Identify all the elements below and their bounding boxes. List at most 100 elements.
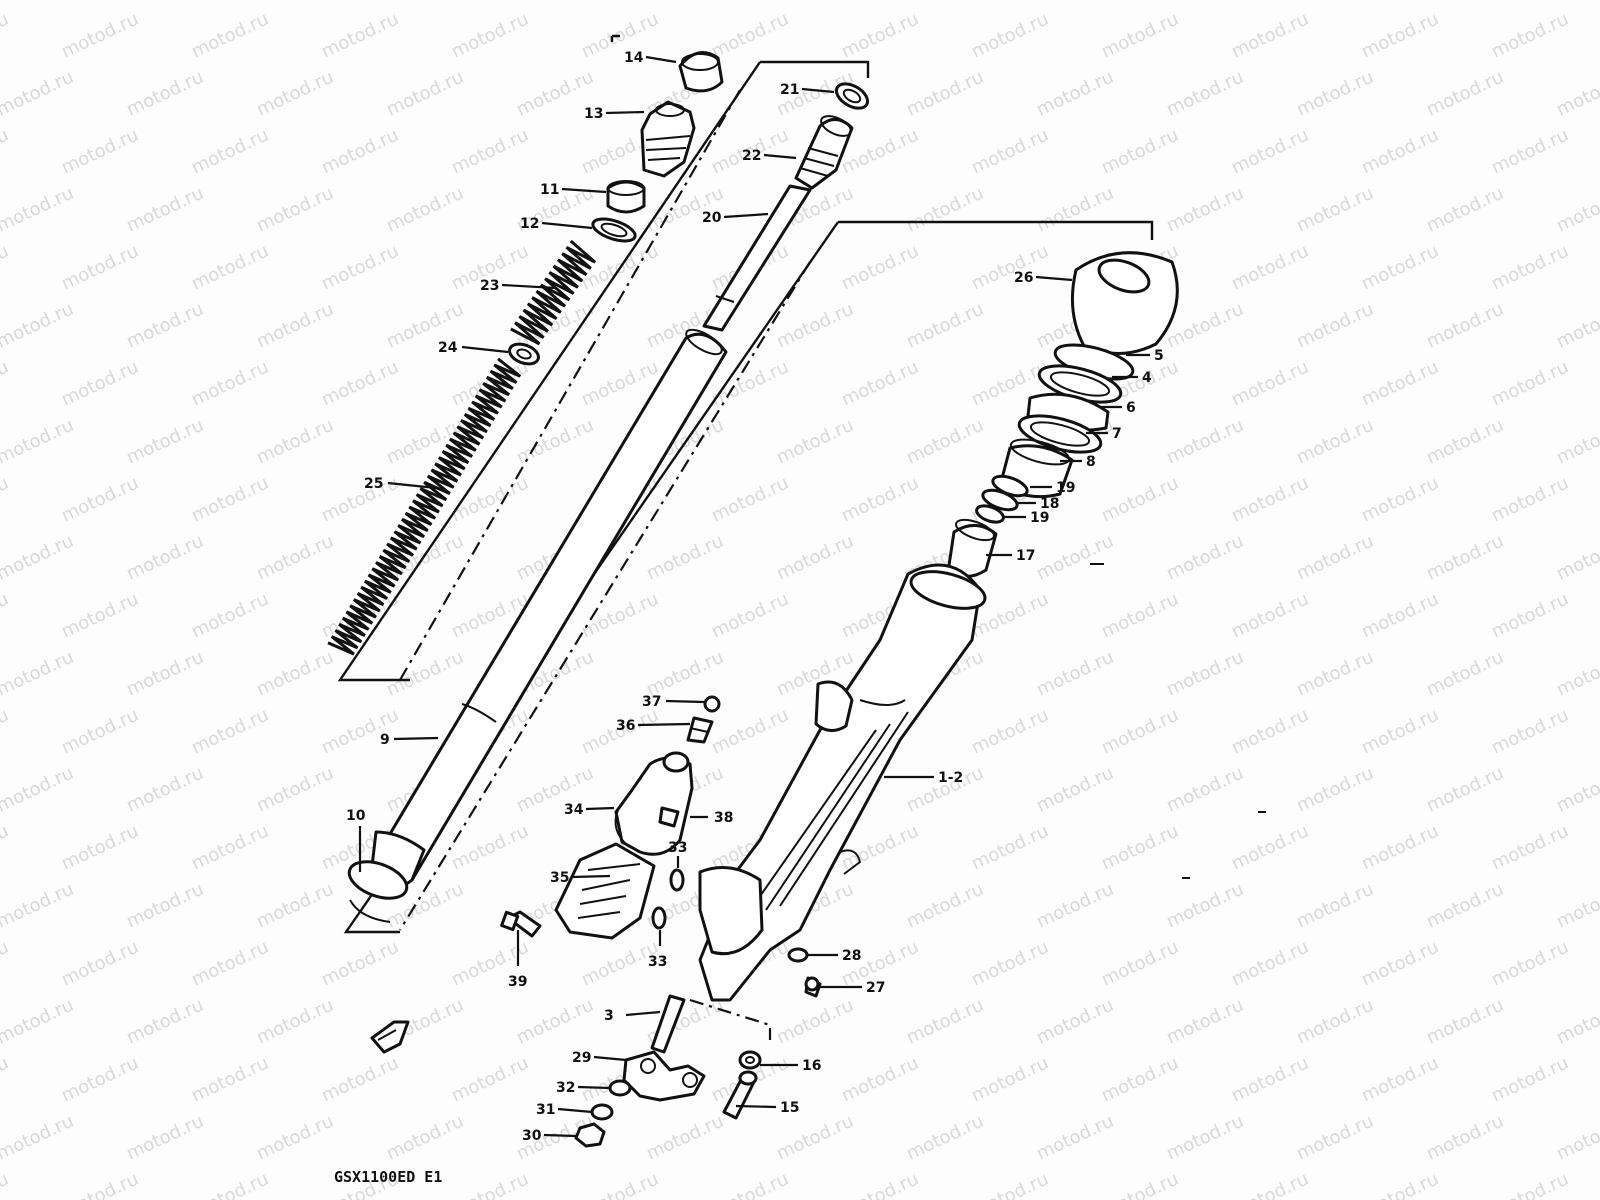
leader-line: [541, 221, 593, 230]
watermark-text: motod.ru: [708, 705, 792, 759]
watermark-text: motod.ru: [383, 647, 467, 701]
watermark-text: motod.ru: [123, 299, 207, 353]
watermark-text: motod.ru: [903, 0, 987, 5]
watermark-text: motod.ru: [1293, 995, 1377, 1049]
watermark-text: motod.ru: [1553, 183, 1600, 237]
leader-line: [557, 1107, 593, 1114]
watermark-text: motod.ru: [1488, 357, 1572, 411]
leader-line: [665, 699, 705, 704]
label-37: 37: [642, 694, 661, 710]
watermark-text: motod.ru: [708, 1169, 792, 1200]
watermark-text: motod.ru: [318, 125, 402, 179]
watermark-text: motod.ru: [903, 299, 987, 353]
watermark-text: motod.ru: [838, 473, 922, 527]
watermark-text: motod.ru: [1358, 705, 1442, 759]
spring-group-bracket: [610, 34, 620, 42]
watermark-text: motod.ru: [773, 0, 857, 5]
watermark-text: motod.ru: [123, 0, 207, 5]
watermark-text: motod.ru: [643, 647, 727, 701]
watermark-text: motod.ru: [448, 1169, 532, 1200]
label-18: 18: [1040, 496, 1059, 512]
watermark-text: motod.ru: [58, 821, 142, 875]
watermark-text: motod.ru: [1033, 531, 1117, 585]
part-bolt-13: [640, 100, 696, 178]
part-valve-core-36: [686, 716, 714, 744]
watermark-text: motod.ru: [1163, 415, 1247, 469]
watermark-text: motod.ru: [123, 531, 207, 585]
watermark-text: motod.ru: [1358, 589, 1442, 643]
watermark-text: motod.ru: [0, 67, 77, 121]
watermark-text: motod.ru: [1163, 647, 1247, 701]
label-29: 29: [572, 1050, 591, 1066]
part-dust-seal-26: [1070, 251, 1179, 356]
part-air-joint-34: [614, 751, 694, 856]
watermark-text: motod.ru: [1033, 0, 1117, 5]
watermark-text: motod.ru: [383, 67, 467, 121]
watermark-text: motod.ru: [0, 531, 77, 585]
watermark-text: motod.ru: [968, 1169, 1052, 1200]
watermark-text: motod.ru: [1293, 299, 1377, 353]
label-9: 9: [380, 732, 390, 748]
watermark-text: motod.ru: [1293, 763, 1377, 817]
label-26: 26: [1014, 270, 1033, 286]
watermark-text: motod.ru: [1293, 0, 1377, 5]
watermark-text: motod.ru: [903, 1111, 987, 1165]
watermark-text: motod.ru: [708, 9, 792, 63]
watermark-text: motod.ru: [1293, 67, 1377, 121]
watermark-text: motod.ru: [0, 937, 12, 991]
watermark-text: motod.ru: [1553, 647, 1600, 701]
label-33-upper: 33: [668, 840, 687, 856]
watermark-text: motod.ru: [318, 357, 402, 411]
part-stud-3: [650, 994, 686, 1054]
tube-group-frame: [343, 220, 1154, 934]
watermark-text: motod.ru: [1488, 821, 1572, 875]
part-spring-23: [510, 239, 597, 346]
watermark-text: motod.ru: [1033, 995, 1117, 1049]
watermark-text: motod.ru: [1553, 67, 1600, 121]
watermark-text: motod.ru: [188, 937, 272, 991]
watermark-text: motod.ru: [1098, 473, 1182, 527]
watermark-text: motod.ru: [188, 821, 272, 875]
watermark-text: motod.ru: [253, 531, 337, 585]
watermark-text: motod.ru: [1553, 531, 1600, 585]
leader-line: [577, 1085, 611, 1090]
watermark-text: motod.ru: [773, 995, 857, 1049]
part-spring-25: [327, 357, 522, 656]
part-washer-24: [508, 342, 540, 366]
part-ring-21: [834, 82, 870, 110]
label-6: 6: [1126, 400, 1136, 416]
part-washer-16: [738, 1050, 762, 1070]
watermark-text: motod.ru: [1488, 241, 1572, 295]
watermark-text: motod.ru: [1293, 531, 1377, 585]
watermark-text: motod.ru: [1098, 937, 1182, 991]
watermark-text: motod.ru: [0, 821, 12, 875]
label-25: 25: [364, 476, 383, 492]
watermark-text: motod.ru: [1358, 357, 1442, 411]
watermark-text: motod.ru: [1358, 473, 1442, 527]
label-1-2: 1-2: [938, 770, 963, 786]
watermark-text: motod.ru: [578, 9, 662, 63]
label-3: 3: [604, 1008, 614, 1024]
watermark-text: motod.ru: [1228, 589, 1312, 643]
watermark-text: motod.ru: [1228, 1053, 1312, 1107]
watermark-text: motod.ru: [513, 763, 597, 817]
watermark-text: motod.ru: [1228, 705, 1312, 759]
watermark-text: motod.ru: [1098, 821, 1182, 875]
leader-line: [393, 736, 439, 741]
watermark-text: motod.ru: [318, 241, 402, 295]
part-oring-12: [591, 217, 637, 243]
label-21: 21: [780, 82, 799, 98]
watermark-text: motod.ru: [188, 357, 272, 411]
part-damper-rod-20: [702, 115, 854, 332]
watermark-text: motod.ru: [123, 763, 207, 817]
watermark-text: motod.ru: [1553, 995, 1600, 1049]
label-5: 5: [1154, 348, 1164, 364]
watermark-text: motod.ru: [1163, 763, 1247, 817]
watermark-text: motod.ru: [188, 125, 272, 179]
watermark-text: motod.ru: [838, 357, 922, 411]
part-spacer-11: [606, 180, 646, 214]
watermark-text: motod.ru: [643, 1111, 727, 1165]
watermark-text: motod.ru: [253, 1111, 337, 1165]
label-7: 7: [1112, 426, 1122, 442]
